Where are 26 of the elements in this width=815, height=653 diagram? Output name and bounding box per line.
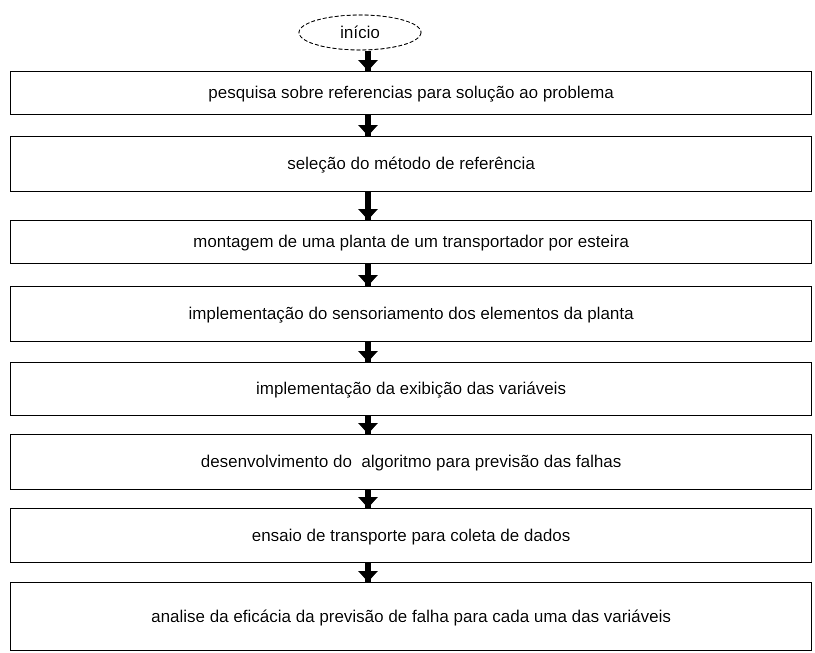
arrow (358, 192, 378, 220)
process-box (10, 434, 812, 490)
process-box (10, 71, 812, 115)
arrow (358, 416, 378, 434)
step-label: desenvolvimento do algoritmo para previsão das falhas (200, 452, 622, 472)
arrow (358, 342, 378, 362)
step-label: montagem de uma planta de um transportador por esteira (193, 232, 629, 252)
arrow (358, 490, 378, 508)
arrow (358, 115, 378, 136)
step-label: implementação do sensoriamento dos elementos da planta (188, 304, 634, 324)
start-label: início (340, 22, 380, 42)
arrow (358, 563, 378, 582)
step-label: ensaio de transporte para coleta de dados (252, 526, 570, 546)
process-box (10, 220, 812, 264)
start-ellipse (298, 14, 422, 51)
step-label: seleção do método de referência (287, 154, 535, 174)
process-box (10, 362, 812, 416)
process-box (10, 582, 812, 651)
step-label: analise da eficácia da previsão de falha para cada uma das variáveis (151, 606, 671, 626)
step-label: implementação da exibição das variáveis (256, 379, 566, 399)
step-label: pesquisa sobre referencias para solução ao problema (208, 83, 614, 103)
arrow (358, 51, 378, 71)
process-box (10, 508, 812, 563)
process-box (10, 136, 812, 192)
process-box (10, 286, 812, 342)
arrow (358, 264, 378, 286)
